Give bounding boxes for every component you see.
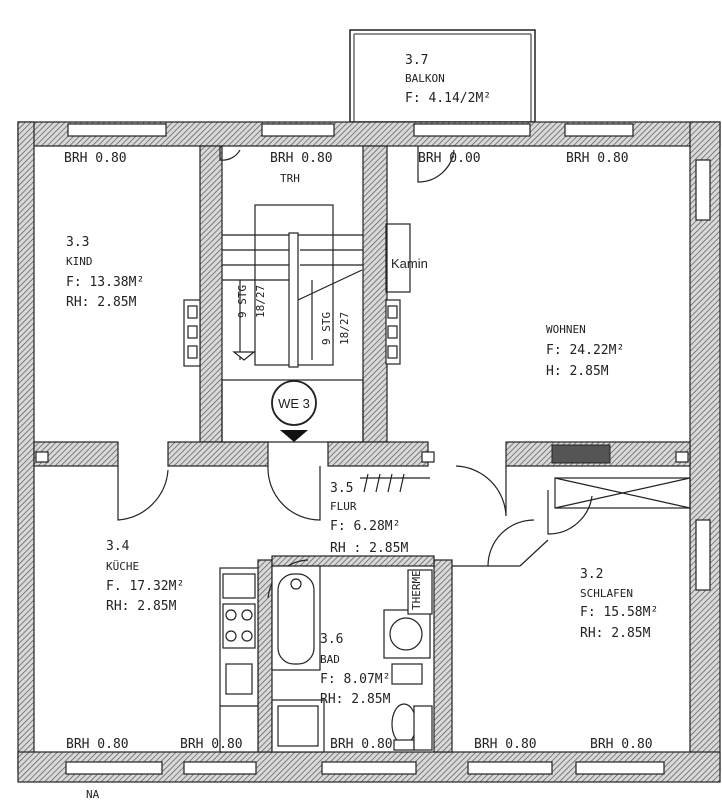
kitchen-counter — [219, 567, 259, 753]
kueche-height: RH: 2.85M — [106, 599, 177, 614]
bottom-windows — [65, 761, 665, 775]
balcony — [349, 29, 536, 123]
brh-top-wohnen: BRH 0.80 — [566, 151, 629, 166]
brh-bot-kueche-2: BRH 0.80 — [180, 737, 243, 752]
kind-area: F: 13.38M² — [66, 275, 144, 290]
schlafen-area: F: 15.58M² — [580, 605, 658, 620]
balkon-num: 3.7 — [405, 53, 428, 68]
wohnen-area: F: 24.22M² — [546, 343, 624, 358]
kind-num: 3.3 — [66, 235, 89, 250]
kueche-num: 3.4 — [106, 539, 130, 554]
kamin-box — [385, 223, 411, 293]
brh-bot-schlafen-2: BRH 0.80 — [590, 737, 653, 752]
stair-left-ratio: 18/27 — [254, 285, 267, 318]
schlafen-name: SCHLAFEN — [580, 587, 633, 600]
schlafen-num: 3.2 — [580, 567, 603, 582]
brh-top-trh: BRH 0.80 — [270, 151, 333, 166]
bad-num: 3.6 — [320, 632, 343, 647]
kind-height: RH: 2.85M — [66, 295, 137, 310]
right-windows — [695, 159, 711, 591]
balkon-name: BALKON — [405, 72, 445, 85]
bad-name: BAD — [320, 653, 340, 666]
stair-left-steps: 9 STG — [236, 285, 249, 318]
brh-bot-kueche-1: BRH 0.80 — [66, 737, 129, 752]
wohnen-height: H: 2.85M — [546, 364, 609, 379]
flur-name: FLUR — [330, 500, 357, 513]
schlafen-storage — [452, 477, 691, 567]
kueche-name: KÜCHE — [106, 560, 139, 573]
brh-top-kind: BRH 0.80 — [64, 151, 127, 166]
we-label: WE 3 — [278, 396, 310, 411]
brh-bot-bad: BRH 0.80 — [330, 737, 393, 752]
outer-walls — [17, 121, 721, 783]
brh-bot-schlafen-1: BRH 0.80 — [474, 737, 537, 752]
therme-label: THERME — [410, 570, 423, 610]
kamin-label: Kamin — [391, 256, 428, 271]
bad-area: F: 8.07M² — [320, 672, 390, 687]
kind-name: KIND — [66, 255, 93, 268]
flur-height: RH : 2.85M — [330, 541, 408, 556]
trh-label: TRH — [280, 172, 300, 185]
top-windows — [67, 123, 634, 137]
flur-area: F: 6.28M² — [330, 519, 400, 534]
flur-hooks — [360, 473, 430, 493]
interior-walls — [33, 145, 691, 753]
stair-right-steps: 9 STG — [320, 312, 333, 345]
balkon-area: F: 4.14/2M² — [405, 91, 491, 106]
bad-height: RH: 2.85M — [320, 692, 391, 707]
chimney-blocks — [35, 299, 689, 463]
bath-fixtures — [271, 565, 433, 753]
bottom-note: NA — [86, 788, 100, 800]
stair-right-ratio: 18/27 — [338, 312, 351, 345]
wohnen-name: WOHNEN — [546, 323, 586, 336]
unit-marker: WE 3 — [271, 380, 317, 442]
brh-top-wohnen-door: BRH 0.00 — [418, 151, 481, 166]
schlafen-height: RH: 2.85M — [580, 626, 651, 641]
flur-num: 3.5 — [330, 481, 353, 496]
kueche-area: F. 17.32M² — [106, 579, 184, 594]
stairwell — [221, 204, 364, 443]
